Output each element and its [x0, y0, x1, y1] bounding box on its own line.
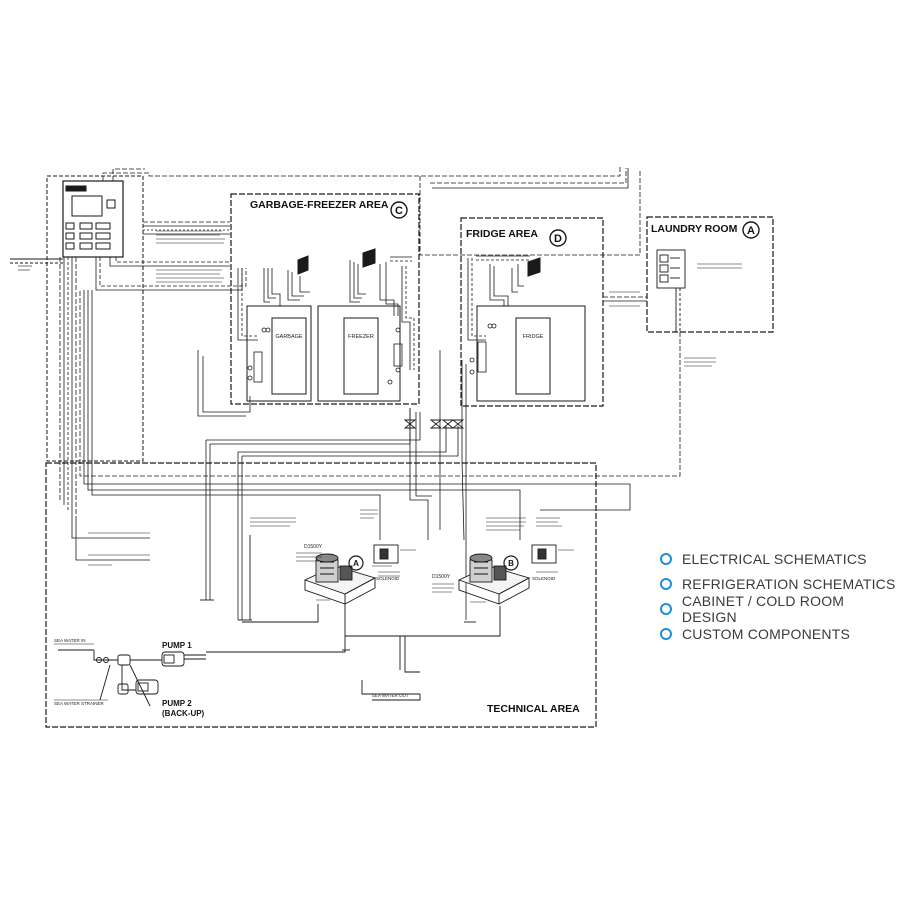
cabinet-fridge-label: FRIDGE: [523, 334, 544, 340]
sea-water-out-label: SEA WATER OUT: [372, 693, 409, 698]
services-legend: ELECTRICAL SCHEMATICS REFRIGERATION SCHE…: [660, 546, 901, 646]
pump-1-label: PUMP 1: [162, 641, 192, 650]
fridge-area-title: FRIDGE AREA: [466, 228, 538, 240]
legend-item-custom-components: CUSTOM COMPONENTS: [660, 621, 901, 646]
bullet-circle-icon: [660, 602, 672, 615]
control-panel: [10, 175, 144, 462]
laundry-cable-run: [79, 290, 716, 477]
bullet-circle-icon: [660, 552, 672, 565]
top-cable-runs: [95, 167, 641, 291]
bullet-circle-icon: [660, 627, 672, 640]
legend-item-refrigeration: REFRIGERATION SCHEMATICS: [660, 571, 901, 596]
fridge-area: FRIDGE AREA D FRIDGE: [460, 217, 604, 407]
sea-water-outlet: [372, 694, 421, 701]
pump-2: [135, 679, 159, 695]
condensing-unit-a: A D1500Y: [296, 544, 377, 605]
unit-b-model: D1500Y: [432, 574, 451, 580]
marker-d: [549, 229, 567, 247]
cabinet-freezer-label: FREEZER: [348, 334, 374, 340]
pump-2-label: PUMP 2: [162, 699, 192, 708]
sea-water-in-label: SEA WATER IN: [54, 638, 86, 643]
marker-d-label: D: [554, 233, 562, 245]
cabinet-garbage-label: GARBAGE: [275, 334, 303, 340]
sea-water-strainer-label: SEA WATER STRAINER: [54, 701, 105, 706]
solenoid-b-label: SOLENOID: [532, 576, 556, 581]
marker-c: [390, 201, 408, 219]
unit-a-model: D1500Y: [304, 544, 323, 550]
pump-1: [161, 651, 206, 667]
legend-item-cabinet-design: CABINET / COLD ROOM DESIGN: [660, 593, 901, 625]
garbage-freezer-area-title: GARBAGE-FREEZER AREA: [250, 199, 389, 211]
technical-area: TECHNICAL AREA A D1500Y: [45, 462, 597, 728]
vertical-refrigerant-runs: [59, 257, 631, 620]
condensing-unit-b: B D1500Y: [432, 517, 531, 605]
unit-a-marker: A: [353, 559, 359, 568]
unit-b-marker: B: [508, 559, 514, 568]
sea-water-inlet: [54, 643, 162, 707]
marker-a-laundry: [742, 221, 760, 239]
laundry-room: LAUNDRY ROOM A: [646, 216, 774, 333]
pump-2-backup-label: (BACK-UP): [162, 709, 205, 718]
bullet-circle-icon: [660, 577, 672, 590]
technical-area-title: TECHNICAL AREA: [487, 703, 580, 715]
marker-a-laundry-label: A: [747, 225, 755, 237]
legend-item-electrical: ELECTRICAL SCHEMATICS: [660, 546, 901, 571]
laundry-room-title: LAUNDRY ROOM: [651, 223, 738, 235]
solenoid-a-label: SOLENOID: [376, 576, 400, 581]
marker-c-label: C: [395, 205, 403, 217]
garbage-freezer-area: GARBAGE-FREEZER AREA C GARBAGE FREEZER: [230, 193, 420, 405]
